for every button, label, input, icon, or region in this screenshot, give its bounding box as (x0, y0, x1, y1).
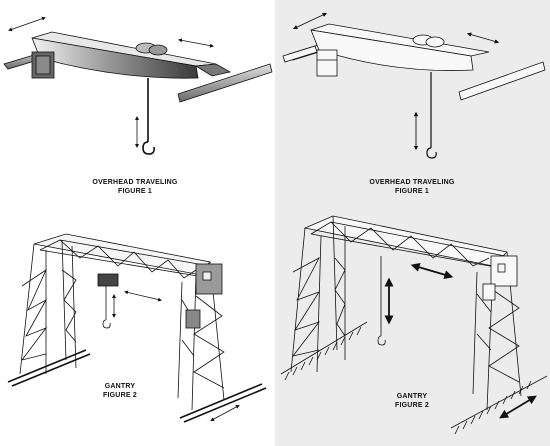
end-truck (316, 49, 338, 77)
gantry-crane-figure (280, 215, 548, 435)
control-box (482, 283, 496, 301)
trolley-travel-arrow (178, 38, 214, 48)
hook-icon (426, 147, 437, 159)
gantry-hook-icon (102, 319, 111, 329)
trolley-drum-2 (148, 44, 168, 56)
overhead-crane-figure (282, 23, 546, 159)
ground-hatch-left (280, 321, 368, 381)
figure2-title: GANTRY (396, 393, 428, 400)
gantry-left-leg (290, 215, 346, 373)
gantry-trolley-arrow (124, 290, 162, 302)
trolley-drum-2 (425, 36, 445, 48)
gantry-crane-figure (7, 233, 267, 423)
ground-rail-left (7, 349, 91, 387)
trolley-travel-arrow (466, 32, 500, 44)
gantry-trolley (97, 273, 119, 287)
gantry-travel-arrow (210, 405, 240, 421)
figure1-title: OVERHEAD TRAVELING (369, 179, 455, 186)
ground-rail-right (179, 383, 267, 423)
left-illustrations (3, 16, 273, 423)
figure2-title: GANTRY (104, 383, 136, 390)
figure1-number: FIGURE 1 (395, 188, 429, 195)
end-truck-face (35, 55, 51, 75)
cab-window (202, 271, 212, 281)
hook-icon (142, 141, 155, 155)
right-runway-rail (177, 63, 273, 103)
overhead-crane-figure (3, 31, 273, 155)
right-runway-rail (458, 61, 546, 101)
figure1-title: OVERHEAD TRAVELING (92, 179, 178, 186)
gantry-left-leg (19, 239, 77, 375)
cab-window (497, 263, 506, 273)
figure2-caption: GANTRY FIGURE 2 (352, 392, 472, 410)
gantry-travel-arrow (499, 395, 537, 419)
figure1-caption: OVERHEAD TRAVELING FIGURE 1 (337, 178, 487, 196)
operator-cab (490, 255, 518, 287)
figure1-number: FIGURE 1 (118, 188, 152, 195)
left-panel: OVERHEAD TRAVELING FIGURE 1 GANTRY FIGUR… (3, 16, 273, 423)
left-runway-rail-front (282, 45, 318, 63)
figure1-caption: OVERHEAD TRAVELING FIGURE 1 (60, 178, 210, 196)
figure2-caption: GANTRY FIGURE 2 (60, 382, 180, 400)
control-box (185, 309, 201, 329)
bridge-end-right (194, 63, 232, 77)
right-panel: OVERHEAD TRAVELING FIGURE 1 GANTRY FIGUR… (275, 0, 550, 446)
gantry-top-lacing (39, 239, 211, 279)
gantry-top-lacing (310, 221, 506, 269)
gantry-hook-icon (377, 335, 386, 346)
bridge-travel-arrow (8, 16, 46, 32)
gantry-right-leg (472, 251, 522, 411)
figure2-number: FIGURE 2 (395, 402, 429, 409)
figure2-number: FIGURE 2 (103, 392, 137, 399)
gantry-trolley-arrow (410, 262, 454, 280)
gantry-right-leg (177, 261, 225, 411)
bridge-travel-arrow (292, 12, 328, 30)
right-illustrations (280, 12, 548, 435)
